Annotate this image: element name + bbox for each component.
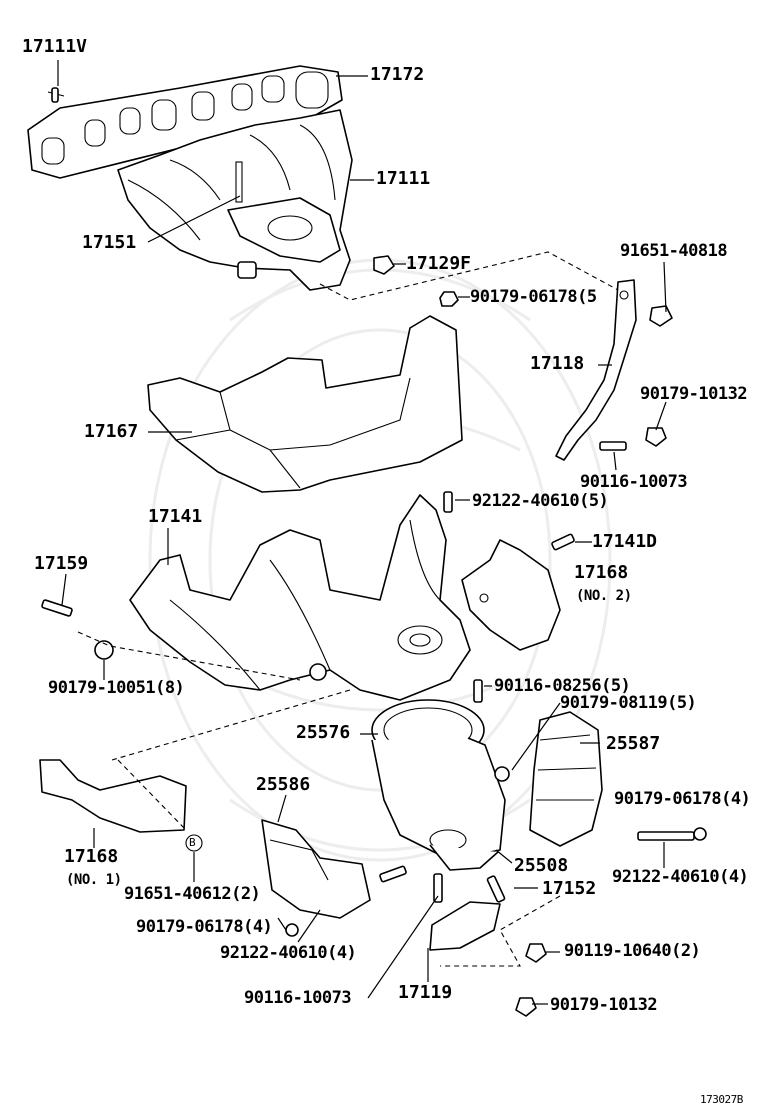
label-17168-no1-note: (NO. 1) (66, 872, 122, 888)
label-25587: 25587 (606, 733, 661, 754)
assembly-dashed-lines (77, 251, 619, 967)
fasteners (41, 87, 707, 1017)
label-90179-10051-8: 90179-10051(8) (48, 678, 185, 698)
label-17118: 17118 (530, 353, 585, 374)
heat-insulator-25586 (261, 819, 371, 919)
label-17152: 17152 (542, 878, 597, 899)
label-90179-08119-5: 90179-08119(5) (560, 693, 697, 713)
label-92122-40610-4-right: 92122-40610(4) (612, 867, 749, 887)
label-17141: 17141 (148, 506, 203, 527)
label-90179-10132-lower: 90179-10132 (550, 995, 658, 1015)
label-91651-40612-2: 91651-40612(2) (124, 884, 261, 904)
label-17159: 17159 (34, 553, 89, 574)
label-91651-40818: 91651-40818 (620, 241, 728, 261)
label-90179-06178-4-left: 90179-06178(4) (136, 917, 273, 937)
label-17168-no2: 17168 (574, 562, 629, 583)
heat-insulator-17168-no2 (461, 539, 561, 651)
label-90116-10073-lower: 90116-10073 (244, 988, 352, 1008)
label-25576: 25576 (296, 722, 351, 743)
heat-insulator-17167 (147, 315, 463, 493)
label-17111v: 17111V (22, 36, 88, 57)
leader-lines (57, 60, 667, 1005)
label-90116-10073-upper: 90116-10073 (580, 472, 688, 492)
label-17167: 17167 (84, 421, 139, 442)
label-17168-no2-note: (NO. 2) (576, 588, 632, 604)
label-17129f: 17129F (406, 253, 472, 274)
heat-insulator-17168-no1 (39, 759, 187, 833)
label-17111: 17111 (376, 168, 431, 189)
label-92122-40610-4-left: 92122-40610(4) (220, 943, 357, 963)
label-90179-06178-5: 90179-06178(5 (470, 287, 597, 307)
label-17141d: 17141D (592, 531, 658, 552)
label-17168-no1: 17168 (64, 846, 119, 867)
heat-insulator-25587 (529, 711, 603, 847)
converter-pipe-25508 (429, 844, 499, 871)
exhaust-manifold-17111 (117, 109, 353, 291)
label-90179-06178-4-right: 90179-06178(4) (614, 789, 751, 809)
label-25508: 25508 (514, 855, 569, 876)
label-90179-10132-upper: 90179-10132 (640, 384, 748, 404)
exhaust-manifold-17141 (129, 494, 471, 701)
gasket-17172 (27, 65, 343, 179)
label-90119-10640-2: 90119-10640(2) (564, 941, 701, 961)
label-90116-08256-5: 90116-08256(5) (494, 676, 631, 696)
label-17172: 17172 (370, 64, 425, 85)
label-17151: 17151 (82, 232, 137, 253)
bracket-17118 (555, 279, 637, 461)
label-25586: 25586 (256, 774, 311, 795)
bracket-17119 (429, 901, 501, 951)
callout-b-marker: B (189, 836, 196, 849)
label-17119: 17119 (398, 982, 453, 1003)
catalytic-converter-25576 (371, 699, 506, 861)
label-92122-40610-5: 92122-40610(5) (472, 491, 609, 511)
figure-reference: 173027B (700, 1093, 743, 1106)
